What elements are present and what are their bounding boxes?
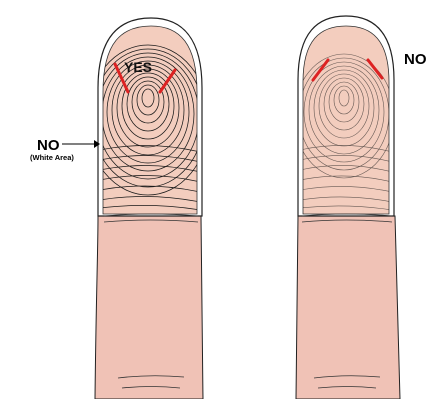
right-finger-body	[296, 216, 400, 399]
arrow-right-icon	[62, 140, 100, 148]
left-finger-body	[95, 216, 203, 399]
yes-label: YES	[124, 59, 152, 75]
no-label-left: NO	[37, 137, 60, 154]
no-label-right: NO	[404, 51, 427, 68]
right-finger	[294, 16, 400, 399]
left-finger: YES	[87, 18, 209, 399]
left-no-callout: NO (White Area)	[30, 137, 100, 162]
white-area-label: (White Area)	[30, 153, 74, 162]
